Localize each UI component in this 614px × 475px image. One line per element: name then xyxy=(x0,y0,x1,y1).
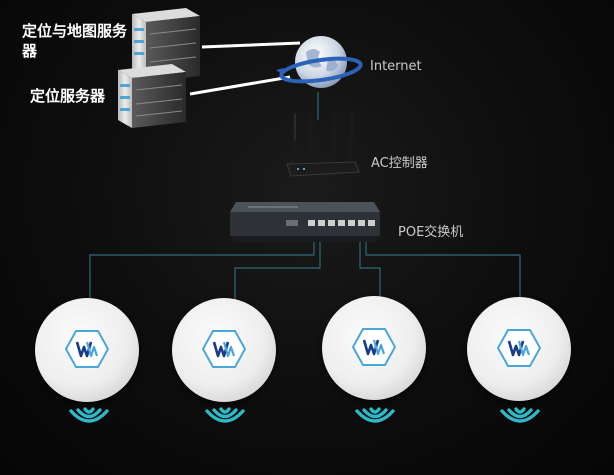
ac-controller-icon xyxy=(286,112,360,177)
wifi-signal-icon xyxy=(205,407,245,423)
poe-switch-label: POE交换机 xyxy=(398,225,464,240)
access-point-2 xyxy=(172,298,276,402)
ap-logo-icon xyxy=(65,330,109,368)
switch-to-ap4-line xyxy=(365,240,521,300)
ac-controller-label: AC控制器 xyxy=(371,156,428,171)
ap-logo-icon xyxy=(352,328,396,366)
ap-logo-icon xyxy=(497,329,541,367)
access-point-4 xyxy=(467,297,571,401)
poe-switch-icon xyxy=(230,202,380,242)
server-link-bottom xyxy=(189,75,291,96)
internet-globe-icon xyxy=(276,36,363,88)
wifi-signal-icon xyxy=(355,407,395,423)
internet-label: Internet xyxy=(370,59,422,74)
wifi-signal-icon xyxy=(69,407,109,423)
wifi-signal-icon xyxy=(500,407,540,423)
switch-to-ap3-line xyxy=(359,240,381,300)
access-point-1 xyxy=(35,298,139,402)
location-server-label: 定位服务器 xyxy=(30,87,106,105)
location-map-server-label: 定位与地图服务器 xyxy=(22,22,128,60)
ap-logo-icon xyxy=(202,330,246,368)
access-point-3 xyxy=(322,296,426,400)
switch-to-ap1-line xyxy=(89,240,315,300)
server-rack-icon xyxy=(118,8,200,128)
server-link-top xyxy=(201,41,301,49)
switch-to-ap2-line xyxy=(234,240,321,300)
